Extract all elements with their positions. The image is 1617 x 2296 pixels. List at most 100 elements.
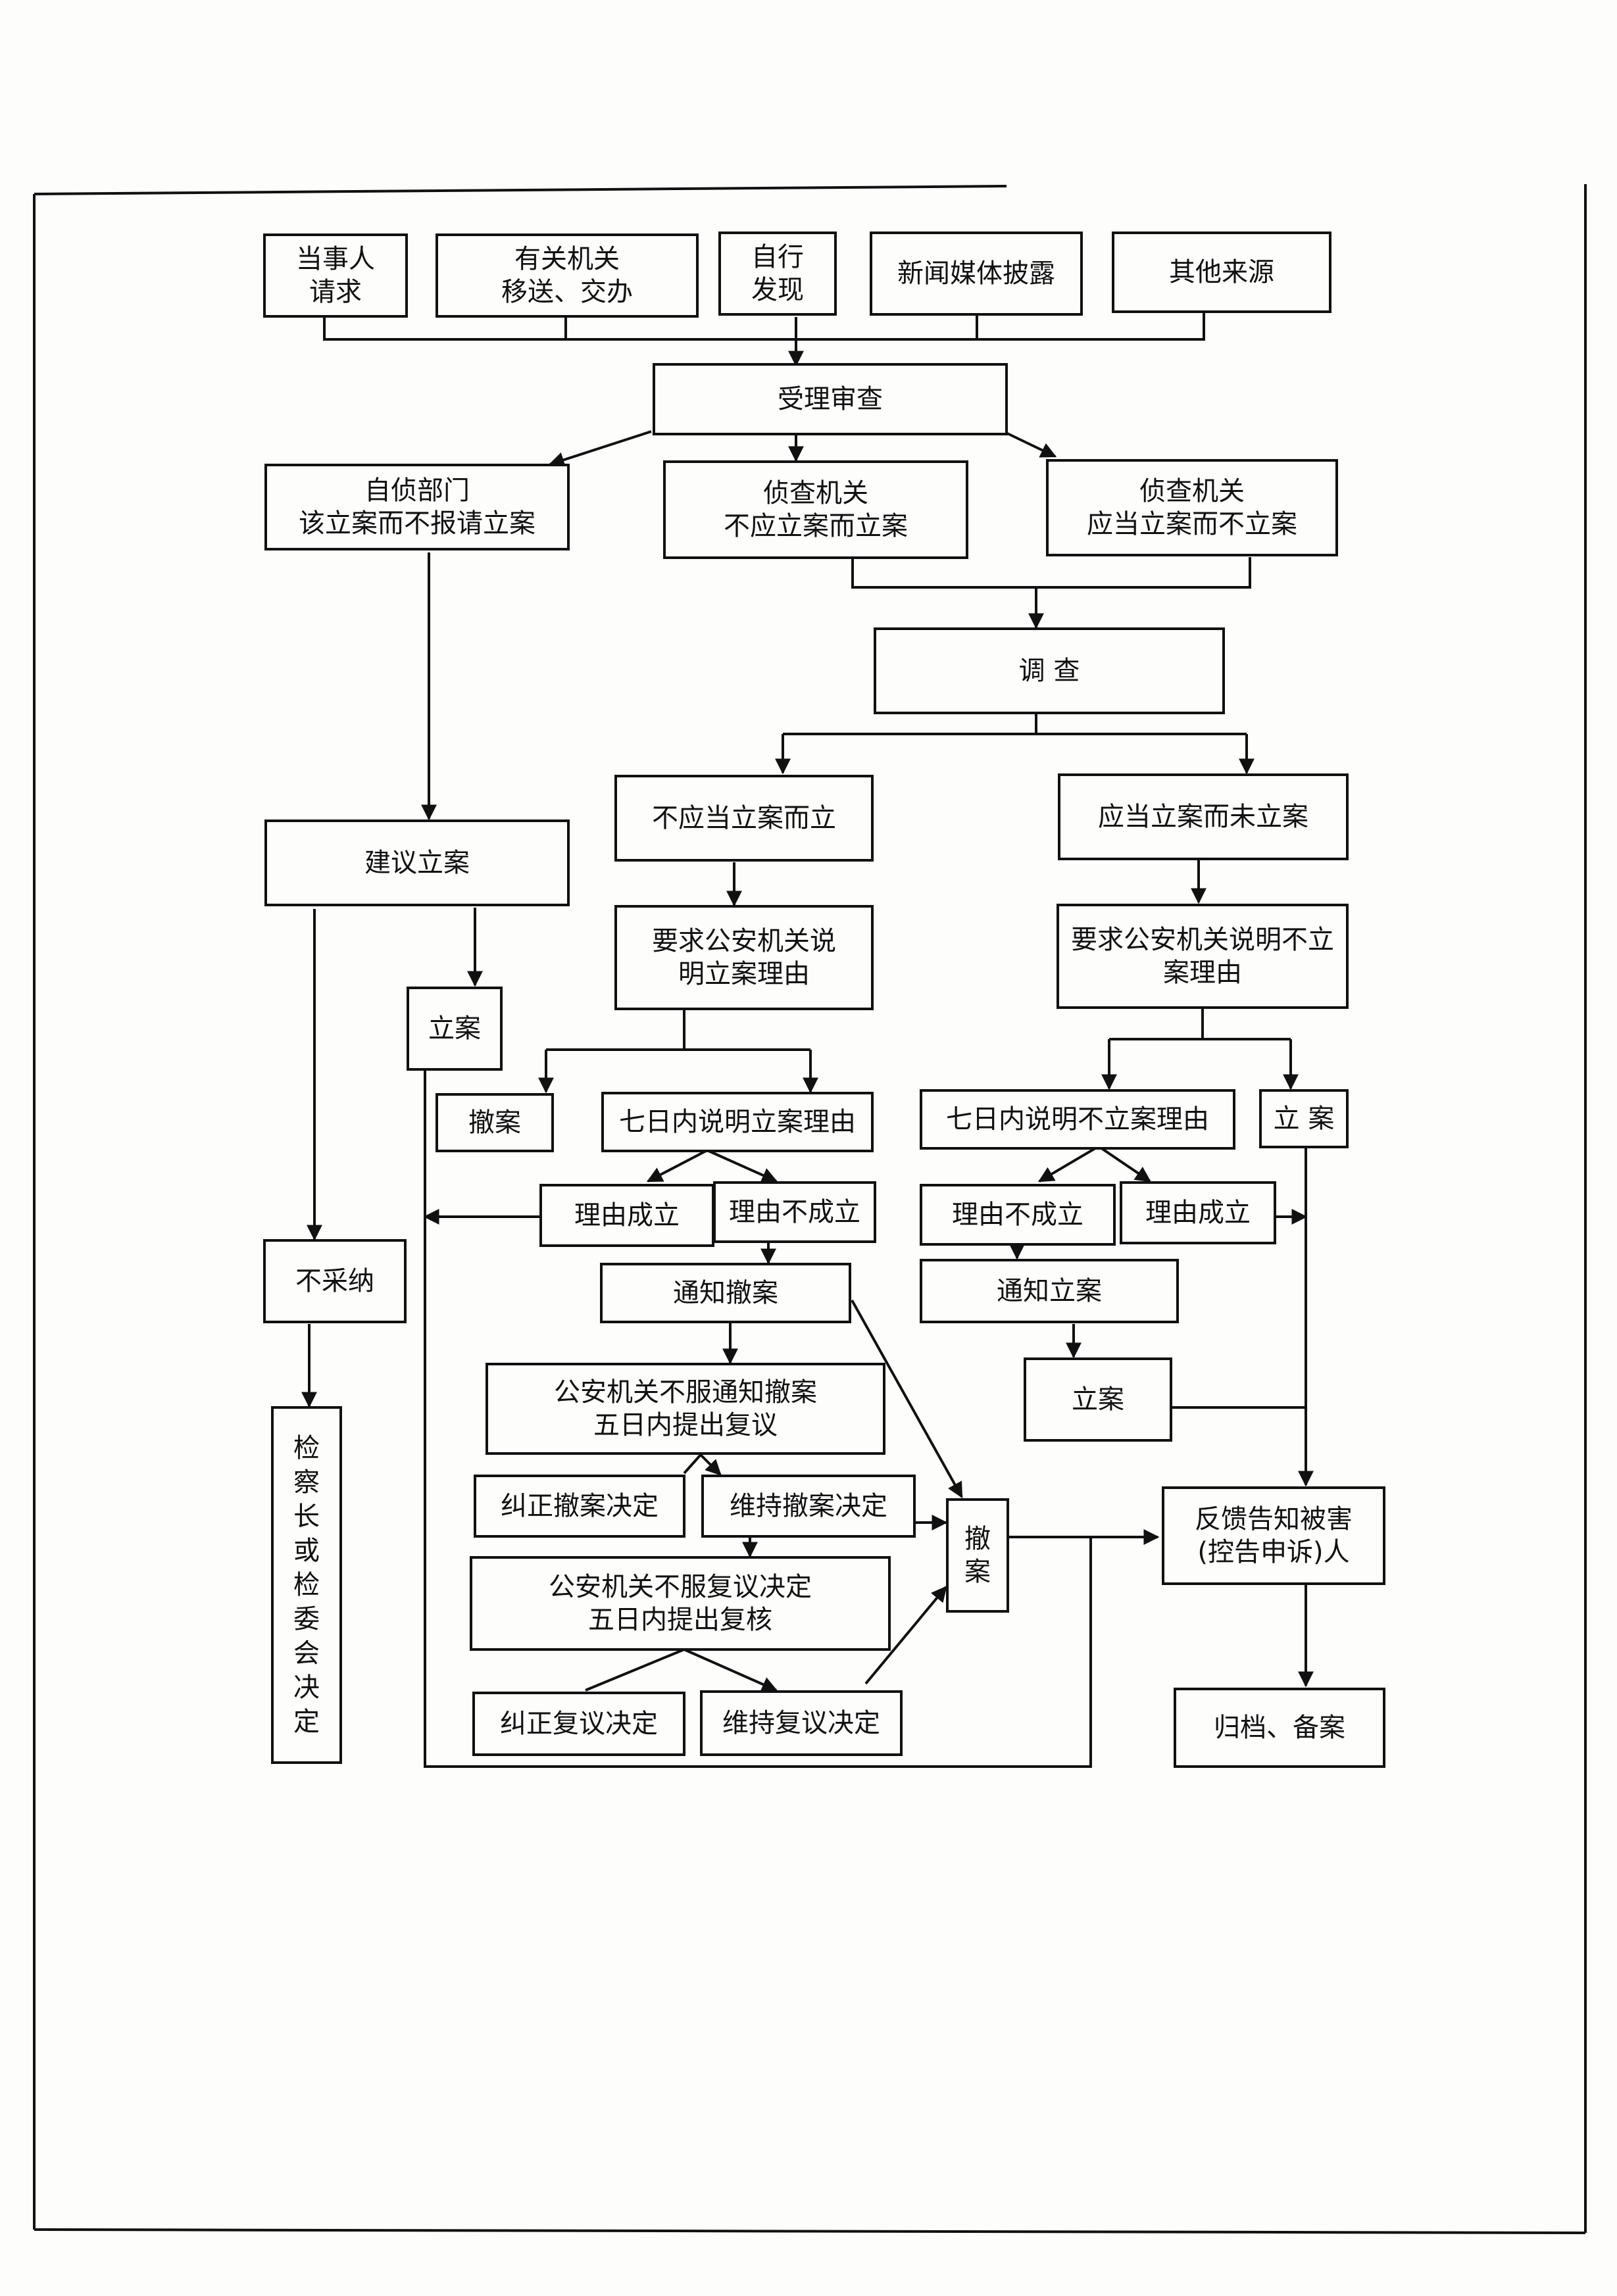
source-media-disclosure: 新闻媒体披露 (870, 232, 1083, 316)
explain-7days-label: 七日内说明立案理由 (619, 1107, 856, 1137)
acceptance-review-label: 受理审查 (778, 384, 883, 414)
connector (424, 1071, 1092, 1768)
maintain-reconsider: 维持复议决定 (700, 1690, 903, 1756)
notify-file-label: 通知立案 (997, 1276, 1102, 1306)
chief-decision-border (271, 1406, 342, 1764)
reason-valid-label: 理由成立 (574, 1200, 680, 1231)
source-other-border (1112, 232, 1331, 313)
suggest-filing-label: 建议立案 (364, 848, 470, 878)
not-adopted-label: 不采纳 (295, 1266, 374, 1296)
not-adopted: 不采纳 (263, 1239, 407, 1323)
maintain-reconsider-label: 维持复议决定 (722, 1708, 880, 1738)
request-reason-label: 要求公安机关说明立案理由 (652, 926, 836, 989)
connector (548, 430, 652, 468)
source-self-discovery: 自行发现 (718, 232, 837, 316)
left-file-case: 立案 (407, 987, 503, 1071)
explain-7days-non-label: 七日内说明不立案理由 (946, 1104, 1209, 1135)
right-file-case: 立 案 (1259, 1089, 1349, 1148)
reason-valid-2-label: 理由成立 (1145, 1198, 1251, 1228)
source-self-discovery-border (718, 232, 837, 316)
withdraw-case-border (946, 1498, 1009, 1613)
suggest-filing-border (264, 819, 570, 906)
reason-invalid-2: 理由不成立 (920, 1184, 1116, 1246)
request-reason-border (614, 905, 874, 1010)
police-reconsider-border (485, 1363, 885, 1455)
police-review-border (470, 1556, 891, 1651)
maintain-withdraw-border (701, 1475, 916, 1538)
correct-withdraw-border (474, 1475, 685, 1538)
category-self-investigation-label: 自侦部门该立案而不报请立案 (299, 476, 535, 539)
explain-7days: 七日内说明立案理由 (601, 1092, 874, 1152)
reason-invalid-2-border (920, 1184, 1116, 1246)
connector (546, 1048, 810, 1092)
archive-label: 归档、备案 (1214, 1713, 1345, 1743)
connector (1037, 1145, 1100, 1183)
connector (851, 1300, 963, 1499)
police-reconsider-label: 公安机关不服通知撤案五日内提出复议 (554, 1377, 817, 1440)
source-party-request-label: 当事人请求 (296, 244, 375, 307)
connector (646, 1149, 708, 1183)
withdraw-border (435, 1093, 554, 1152)
reason-invalid: 理由不成立 (713, 1181, 876, 1243)
withdraw-case-label: 撤案 (964, 1524, 991, 1587)
category-improper-filing: 侦查机关不应立案而立案 (663, 460, 968, 559)
suggest-filing: 建议立案 (264, 819, 570, 906)
page-frame (33, 184, 1587, 2234)
should-not-file: 不应当立案而立 (614, 775, 874, 862)
maintain-reconsider-border (700, 1690, 903, 1756)
reason-valid: 理由成立 (539, 1184, 714, 1247)
file-case-3-label: 立案 (1072, 1384, 1124, 1415)
notify-file-border (920, 1259, 1179, 1323)
notify-withdraw: 通知撤案 (600, 1263, 851, 1323)
connectors (301, 309, 1314, 1768)
investigation: 调 查 (874, 627, 1225, 714)
correct-withdraw: 纠正撤案决定 (474, 1475, 685, 1538)
feedback-border (1162, 1486, 1385, 1585)
withdraw: 撤案 (435, 1093, 554, 1152)
source-agency-transfer-label: 有关机关移送、交办 (501, 244, 633, 307)
maintain-withdraw: 维持撤案决定 (701, 1475, 916, 1538)
correct-withdraw-label: 纠正撤案决定 (501, 1491, 659, 1521)
category-self-investigation-border (264, 464, 570, 550)
source-self-discovery-label: 自行发现 (751, 242, 804, 305)
not-adopted-border (263, 1239, 407, 1323)
acceptance-review-border (653, 363, 1008, 435)
withdraw-label: 撤案 (468, 1108, 521, 1138)
reason-valid-2: 理由成立 (1120, 1181, 1276, 1244)
source-agency-transfer-border (435, 233, 699, 318)
request-non-reason: 要求公安机关说明不立案理由 (1057, 904, 1349, 1009)
connector (699, 1453, 722, 1476)
archive-border (1174, 1688, 1385, 1768)
category-improper-non-filing: 侦查机关应当立案而不立案 (1046, 459, 1338, 556)
source-agency-transfer: 有关机关移送、交办 (435, 233, 699, 318)
notify-withdraw-border (600, 1263, 851, 1323)
connector (683, 1453, 702, 1475)
maintain-withdraw-label: 维持撤案决定 (730, 1491, 887, 1521)
left-file-case-border (407, 987, 503, 1071)
correct-reconsider-label: 纠正复议决定 (500, 1709, 658, 1739)
police-reconsider: 公安机关不服通知撤案五日内提出复议 (485, 1363, 885, 1455)
reason-invalid-2-label: 理由不成立 (952, 1200, 1083, 1230)
category-improper-filing-label: 侦查机关不应立案而立案 (724, 478, 908, 541)
request-non-reason-border (1057, 904, 1349, 1009)
withdraw-case: 撤案 (946, 1498, 1009, 1613)
police-review: 公安机关不服复议决定五日内提出复核 (470, 1556, 891, 1651)
feedback-label: 反馈告知被害(控告申诉)人 (1195, 1504, 1353, 1567)
investigation-border (874, 627, 1225, 714)
reason-valid-2-border (1120, 1181, 1276, 1244)
connector (707, 1149, 778, 1183)
connector (684, 1648, 778, 1692)
should-file-not-border (1058, 773, 1349, 860)
notify-withdraw-label: 通知撤案 (673, 1278, 778, 1308)
source-other-label: 其他来源 (1169, 257, 1274, 287)
file-case-3-border (1024, 1357, 1172, 1442)
category-improper-non-filing-border (1046, 459, 1338, 556)
right-file-case-label: 立 案 (1274, 1104, 1335, 1134)
should-file-not-label: 应当立案而未立案 (1098, 802, 1308, 832)
chief-decision-label: 检察长或检委会决定 (293, 1433, 320, 1737)
source-media-disclosure-border (870, 232, 1083, 316)
connector (1003, 430, 1057, 458)
connector (851, 557, 1251, 589)
connector (323, 309, 1205, 341)
